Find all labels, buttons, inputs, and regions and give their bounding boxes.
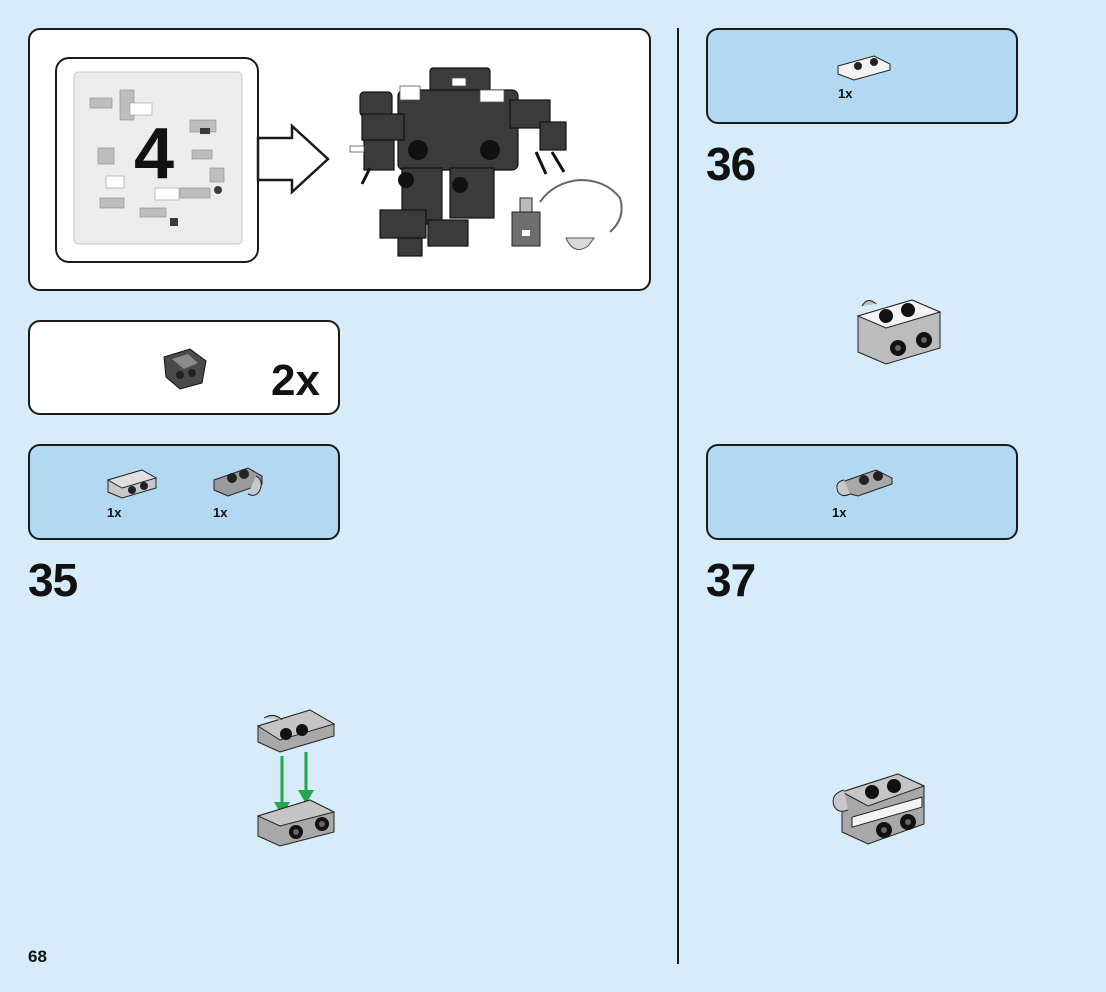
clip-plate-part-image bbox=[836, 469, 893, 497]
part-quantity: 1x bbox=[838, 86, 853, 101]
part-quantity: 1x bbox=[107, 505, 122, 520]
part-quantity: 1x bbox=[832, 505, 847, 520]
bracket-plate-part-image bbox=[106, 469, 158, 499]
step-37-assembly-image bbox=[832, 773, 926, 845]
white-plate-part-image bbox=[837, 55, 891, 81]
subassembly-count: 2x bbox=[271, 356, 320, 405]
step-number: 37 bbox=[706, 554, 756, 606]
step-number: 36 bbox=[706, 138, 756, 190]
mech-model-image bbox=[349, 67, 623, 257]
step-35-parts-list bbox=[28, 444, 340, 540]
part-quantity: 1x bbox=[213, 505, 228, 520]
clip-plate-part-image bbox=[213, 467, 263, 497]
step-number: 35 bbox=[28, 554, 78, 606]
column-divider bbox=[677, 28, 679, 964]
arrow-right-icon bbox=[256, 123, 330, 195]
step-36-assembly-image bbox=[856, 299, 942, 365]
page-number: 68 bbox=[28, 947, 47, 966]
bag-number: 4 bbox=[134, 114, 175, 194]
parts-bag-image bbox=[73, 71, 243, 245]
subassembly-preview-image bbox=[163, 348, 207, 390]
step-35-assembly-image bbox=[256, 709, 336, 847]
